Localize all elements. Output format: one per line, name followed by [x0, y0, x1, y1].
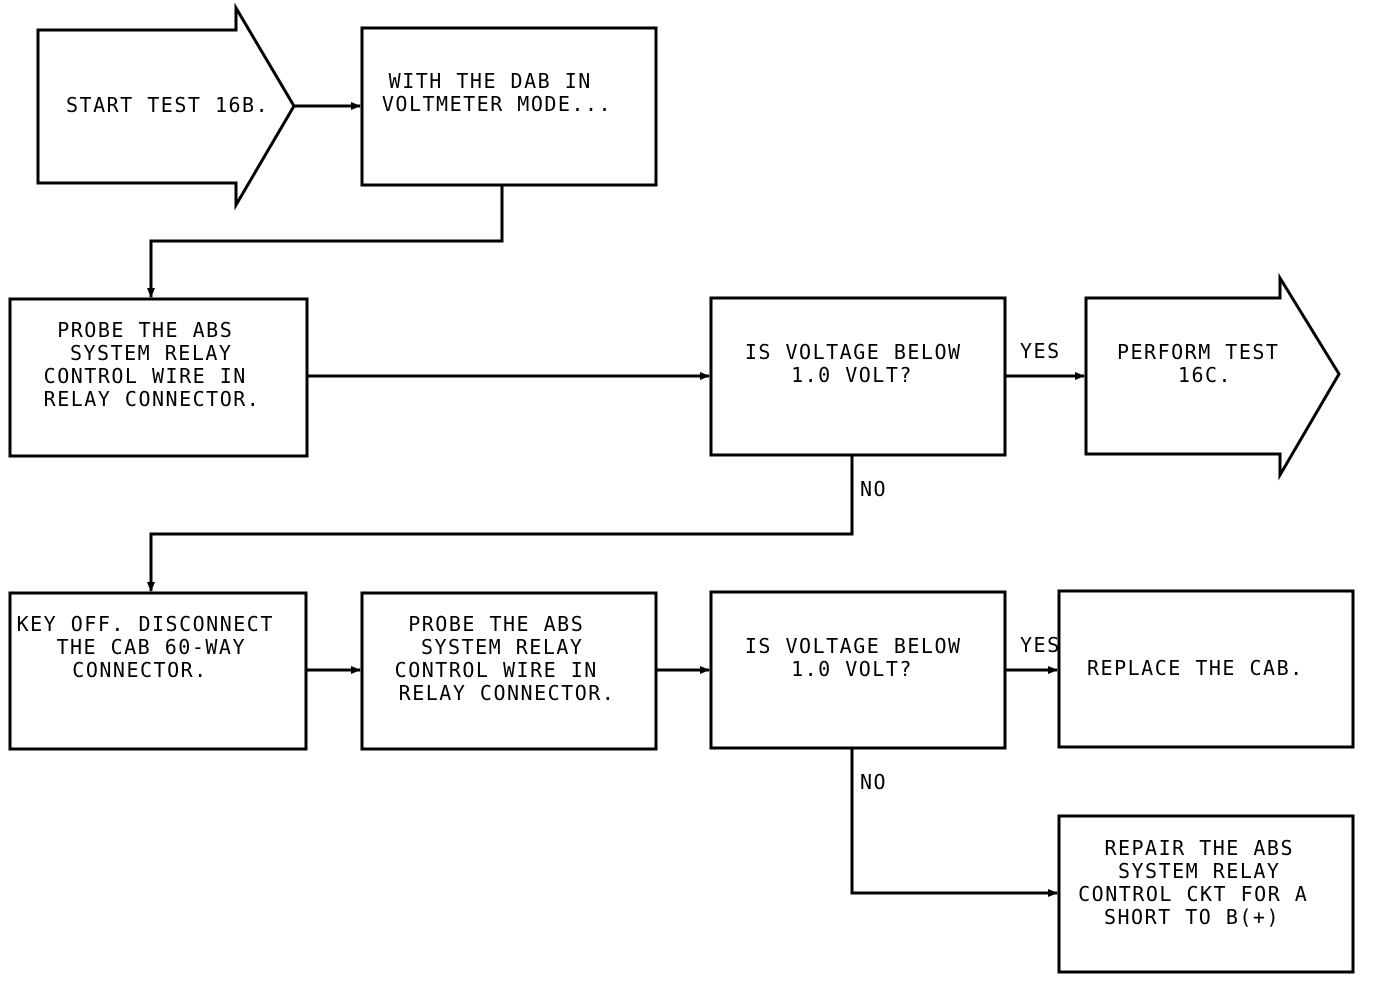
probe-1-node: PROBE THE ABS SYSTEM RELAY CONTROL WIRE …: [8, 297, 309, 458]
replace-cab-node: REPLACE THE CAB.: [1057, 589, 1355, 749]
key-off-text: KEY OFF. DISCONNECT THE CAB 60-WAY CONNE…: [17, 612, 288, 682]
probe-1-text: PROBE THE ABS SYSTEM RELAY CONTROL WIRE …: [44, 318, 261, 411]
connector-decision-2-no: [850, 748, 1058, 897]
decision-1-text: IS VOLTAGE BELOW 1.0 VOLT?: [745, 340, 975, 387]
probe-2-box: [360, 591, 658, 751]
decision-2-node: IS VOLTAGE BELOW 1.0 VOLT?: [709, 590, 1007, 750]
perform-16c-text: PERFORM TEST 16C.: [1117, 340, 1293, 387]
replace-cab-text: REPLACE THE CAB.: [1087, 656, 1304, 680]
replace-cab-box: [1057, 589, 1355, 749]
decision-1-node: IS VOLTAGE BELOW 1.0 VOLT?: [709, 296, 1007, 457]
probe-2-node: PROBE THE ABS SYSTEM RELAY CONTROL WIRE …: [360, 591, 658, 751]
edge-label-yes-2: YES: [1020, 633, 1061, 657]
repair-box: [1057, 814, 1355, 974]
perform-16c-node: PERFORM TEST 16C.: [1084, 272, 1341, 481]
start-text: START TEST 16B.: [66, 93, 269, 117]
decision-1-box: [709, 296, 1007, 457]
dab-voltmeter-node: WITH THE DAB IN VOLTMETER MODE...: [360, 26, 658, 187]
edge-label-no-1: NO: [860, 477, 887, 501]
start-arrow-shape: [36, 2, 296, 211]
dab-voltmeter-box: [360, 26, 658, 187]
start-node: START TEST 16B.: [36, 2, 296, 211]
key-off-node: KEY OFF. DISCONNECT THE CAB 60-WAY CONNE…: [8, 591, 308, 751]
decision-2-box: [709, 590, 1007, 750]
key-off-box: [8, 591, 308, 751]
repair-node: REPAIR THE ABS SYSTEM RELAY CONTROL CKT …: [1057, 814, 1355, 974]
connector-dab-to-probe-1: [147, 185, 504, 298]
decision-2-text: IS VOLTAGE BELOW 1.0 VOLT?: [745, 634, 975, 681]
probe-1-box: [8, 297, 309, 458]
edge-label-yes-1: YES: [1020, 339, 1061, 363]
perform-16c-arrow-shape: [1084, 272, 1341, 481]
dab-voltmeter-text: WITH THE DAB IN VOLTMETER MODE...: [382, 69, 612, 116]
edge-label-no-2: NO: [860, 770, 887, 794]
probe-2-text: PROBE THE ABS SYSTEM RELAY CONTROL WIRE …: [395, 612, 616, 705]
repair-text: REPAIR THE ABS SYSTEM RELAY CONTROL CKT …: [1078, 836, 1322, 929]
connector-decision-1-no: [147, 455, 854, 592]
